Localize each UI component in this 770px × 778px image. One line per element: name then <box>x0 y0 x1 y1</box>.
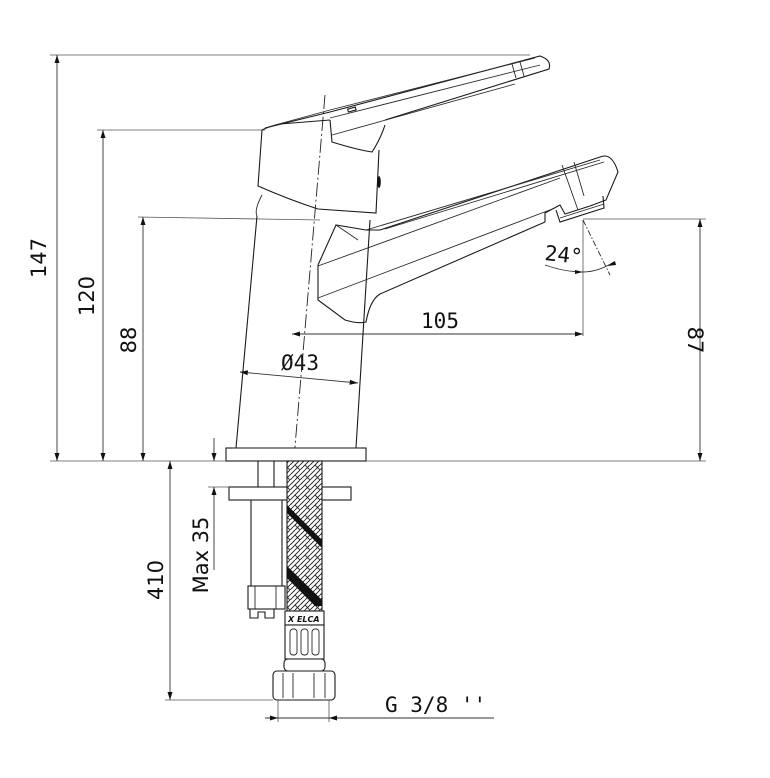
dimension-handle-body-height: 120 <box>75 130 106 461</box>
dim-label-410: 410 <box>144 560 168 600</box>
dim-label-105: 105 <box>421 309 459 333</box>
dim-label-88: 88 <box>117 327 141 354</box>
dim-label-max-35: Max 35 <box>189 517 213 594</box>
dimension-spout-reach: 105 <box>292 220 584 337</box>
temperature-indicator-icon <box>377 176 381 188</box>
dim-label-87: 87 <box>683 327 707 354</box>
dimension-max-deck-thickness: Max 35 <box>189 438 229 593</box>
dim-label-diameter: Ø43 <box>281 351 319 375</box>
dim-label-24-degrees: 24° <box>544 241 584 269</box>
faucet-spout <box>317 155 619 324</box>
hose-brand-marking: X ELCA <box>287 615 320 624</box>
dimension-spout-outlet-height: 87 <box>683 219 707 461</box>
extension-lines <box>50 54 706 221</box>
dim-label-120: 120 <box>75 276 99 316</box>
dimension-overall-height: 147 <box>27 55 60 461</box>
dimension-outlet-angle: 24° <box>544 219 616 276</box>
dim-label-g-3-8: G 3/8 '' <box>385 693 486 717</box>
faucet-lever-handle <box>257 55 551 214</box>
faucet-centerline <box>292 94 326 471</box>
dimension-hose-length: 410 <box>144 461 273 701</box>
dimension-spout-base-height: 88 <box>117 217 146 461</box>
dim-label-147: 147 <box>27 238 51 278</box>
under-deck-assembly: X ELCA <box>228 460 352 701</box>
faucet-body <box>225 194 371 462</box>
dimension-connection-thread: G 3/8 '' <box>265 693 494 722</box>
dimension-body-diameter: Ø43 <box>239 351 359 385</box>
